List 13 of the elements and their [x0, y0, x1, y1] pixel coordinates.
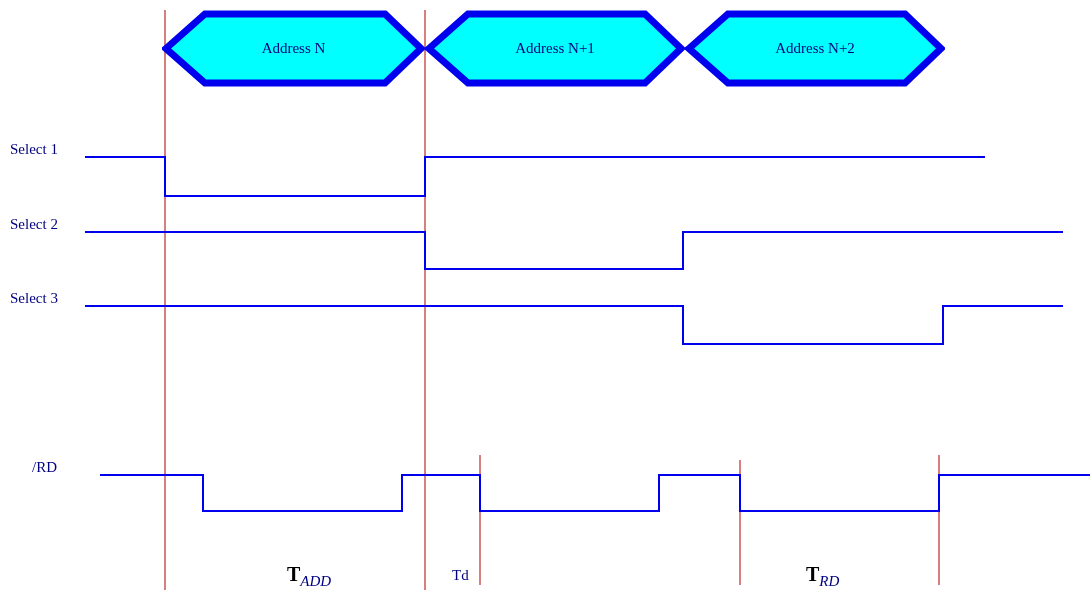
- address-hexagon: [685, 10, 945, 87]
- timing-label: Td: [452, 567, 469, 584]
- signal-name: Select 2: [10, 216, 58, 233]
- address-label: Address N: [260, 40, 327, 57]
- address-hexagon: [425, 10, 685, 87]
- address-label: Address N+2: [774, 40, 856, 57]
- timing-label: T$_{ADD}$: [287, 563, 332, 590]
- address-hexagon: [162, 10, 425, 87]
- signal-name: Select 3: [10, 290, 58, 307]
- timing-label: T$_{RD}$: [806, 563, 840, 590]
- signal-name: Select 1: [10, 141, 58, 158]
- address-label: Address N+1: [514, 40, 596, 57]
- signal-name: /RD: [32, 459, 57, 476]
